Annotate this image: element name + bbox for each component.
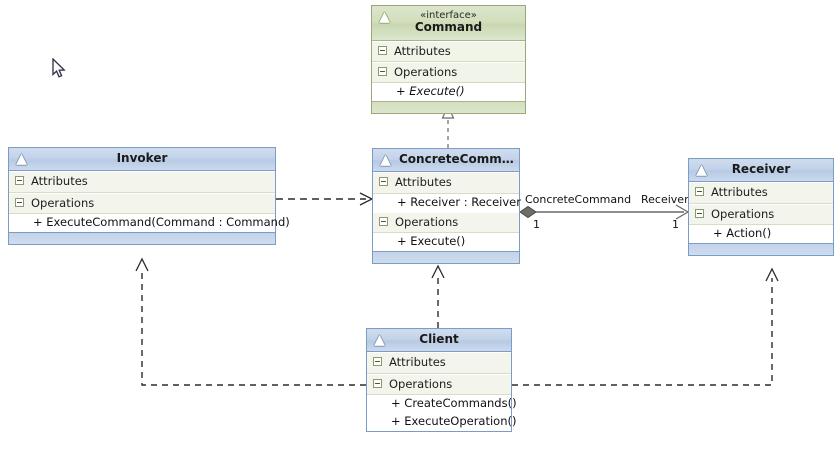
class-name-client: Client [419,333,459,346]
section-label: Operations [711,206,775,221]
class-box-concretecommand[interactable]: ▲ ConcreteComm… Attributes + Receiver : … [372,148,521,265]
edge-multiplicity-source: 1 [533,218,540,231]
connector-dependency-client-invoker [135,257,366,386]
class-body-invoker: Attributes Operations + ExecuteCommand(C… [9,171,290,233]
connector-association-concretecommand-receiver [519,204,690,220]
class-header-invoker[interactable]: ▲ Invoker [9,148,275,172]
section-label: Operations [394,65,458,79]
member-concretecommand-receiver[interactable]: + Receiver : Receiver [373,193,521,212]
member-client-createcommands[interactable]: + CreateCommands() [367,395,517,414]
edge-label-source-role-concretecommand: ConcreteCommand [525,193,632,206]
class-box-command[interactable]: ▲ «interface» Command Attributes Operati… [371,5,526,115]
collapse-minus-icon[interactable] [379,216,388,226]
section-attributes-invoker[interactable]: Attributes [9,171,275,193]
collapse-minus-icon[interactable] [15,176,24,186]
chevron-up-icon[interactable]: ▲ [16,151,27,167]
chevron-up-icon[interactable]: ▲ [696,162,707,178]
class-box-client[interactable]: ▲ Client Attributes Operations + CreateC… [366,328,517,433]
collapse-minus-icon[interactable] [378,67,387,76]
class-header-client[interactable]: ▲ Client [367,329,511,353]
class-header-command[interactable]: ▲ «interface» Command [372,6,525,41]
chevron-up-icon[interactable]: ▲ [380,152,391,168]
section-operations-invoker[interactable]: Operations [9,192,275,215]
section-label: Attributes [394,43,451,58]
chevron-up-icon[interactable]: ▲ [374,332,385,348]
class-header-concretecommand[interactable]: ▲ ConcreteComm… [373,149,519,173]
collapse-minus-icon[interactable] [695,187,704,197]
section-label: Attributes [395,175,452,190]
class-body-command: Attributes Operations + Execute() [372,40,525,102]
section-label: Operations [389,376,453,391]
edge-label-target-role-receiver: Receiver [641,193,689,206]
class-name-invoker: Invoker [116,152,168,165]
collapse-minus-icon[interactable] [373,378,382,388]
connector-dependency-client-receiver [512,267,779,386]
member-concretecommand-execute[interactable]: + Execute() [373,233,519,252]
section-attributes-concretecommand[interactable]: Attributes [373,172,519,194]
collapse-minus-icon[interactable] [695,208,704,218]
section-label: Attributes [389,355,446,370]
section-label: Operations [31,195,95,210]
member-receiver-action[interactable]: + Action() [689,225,833,244]
class-name-command: Command [414,21,483,35]
section-label: Attributes [711,185,768,200]
section-operations-receiver[interactable]: Operations [689,203,833,226]
member-client-executeoperation[interactable]: + ExecuteOperation() [367,413,516,432]
collapse-minus-icon[interactable] [378,45,387,55]
class-box-invoker[interactable]: ▲ Invoker Attributes Operations + Execut… [8,147,290,246]
section-operations-client[interactable]: Operations [367,373,511,396]
class-box-receiver[interactable]: ▲ Receiver Attributes Operations + Actio… [688,158,834,257]
section-operations-command[interactable]: Operations [372,62,525,84]
class-body-receiver: Attributes Operations + Action() [689,182,833,244]
class-stereotype-command: «interface» [420,10,477,21]
member-command-execute[interactable]: + Execute() [372,83,525,102]
class-header-receiver[interactable]: ▲ Receiver [689,159,833,183]
section-attributes-client[interactable]: Attributes [367,352,511,374]
connector-dependency-invoker-concretecommand [276,192,374,206]
section-label: Attributes [31,174,88,189]
class-footer-concretecommand [373,251,519,264]
mouse-arrow-cursor [52,57,68,84]
section-operations-concretecommand[interactable]: Operations [373,211,519,234]
member-invoker-executecommand[interactable]: + ExecuteCommand(Command : Command) [9,214,290,233]
class-footer-receiver [689,243,833,256]
class-footer-command [372,101,525,114]
class-body-concretecommand: Attributes + Receiver : Receiver Operati… [373,172,521,252]
section-attributes-receiver[interactable]: Attributes [689,182,833,204]
connector-dependency-client-concretecommand [431,264,445,328]
collapse-minus-icon[interactable] [379,177,388,187]
class-footer-invoker [9,232,275,245]
collapse-minus-icon[interactable] [15,197,24,207]
class-name-concretecommand: ConcreteComm… [399,153,513,166]
section-attributes-command[interactable]: Attributes [372,40,525,62]
chevron-up-icon[interactable]: ▲ [379,9,390,25]
class-name-receiver: Receiver [731,163,791,176]
class-body-client: Attributes Operations + CreateCommands()… [367,352,517,432]
section-label: Operations [395,214,459,229]
edge-multiplicity-target: 1 [672,218,679,231]
collapse-minus-icon[interactable] [373,357,382,367]
